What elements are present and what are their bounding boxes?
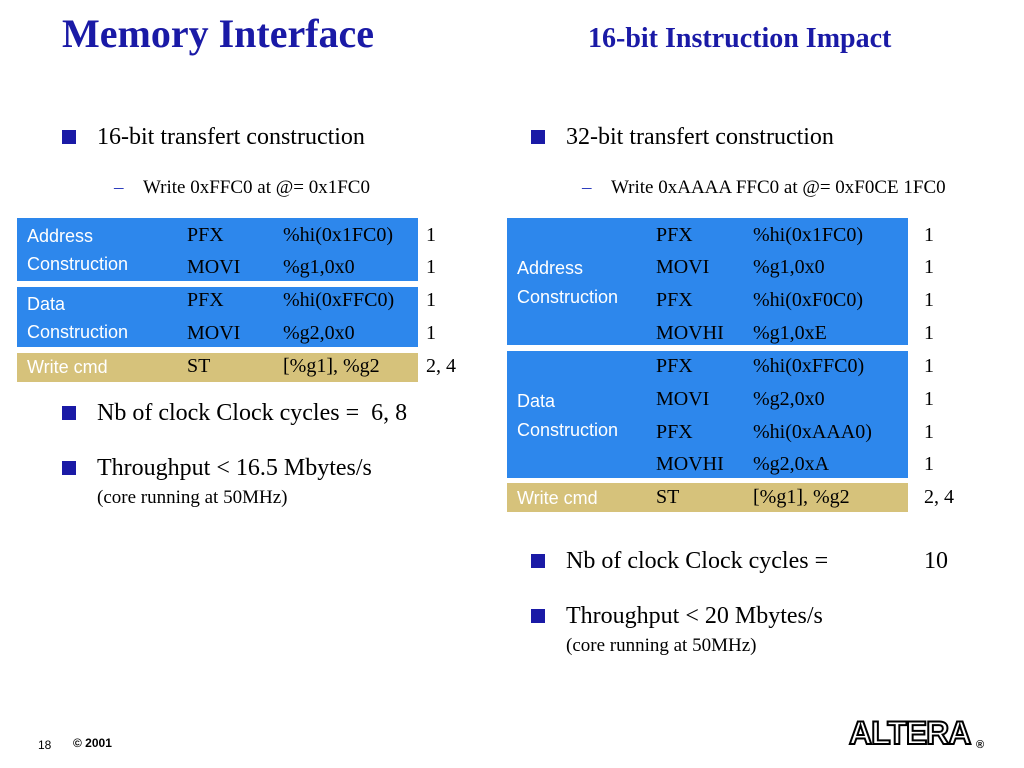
instr-cycles: 1 [924, 421, 934, 443]
instr-cycles: 1 [924, 256, 934, 278]
block-label: Construction [517, 420, 619, 440]
block-label: Construction [517, 287, 619, 307]
right-bullet-cycles-text: Nb of clock Clock cycles = [566, 548, 829, 574]
logo-wordmark: ALTERA [849, 716, 971, 751]
left-throughput-note: (core running at 50MHz) [97, 486, 288, 508]
right-address-block: Address Construction [507, 218, 908, 345]
instr-arg: %hi(0xF0C0) [753, 289, 863, 311]
instr-cycles: 1 [426, 256, 436, 278]
right-sub-write: – Write 0xAAAA FFC0 at @= 0xF0CE 1FC0 [582, 177, 946, 199]
instr-arg: %hi(0xFFC0) [283, 289, 395, 311]
instr-cycles: 1 [924, 453, 934, 475]
instr-arg: %hi(0xAAA0) [753, 421, 872, 443]
right-cycles-value: 10 [924, 548, 948, 574]
left-bullet-cycles: Nb of clock Clock cycles = 6, 8 [62, 400, 408, 428]
instr-op: PFX [656, 355, 693, 377]
copyright: © 2001 [73, 736, 112, 750]
dash-icon: – [582, 177, 592, 198]
block-label: Data [27, 294, 66, 314]
instr-arg: %g1,0x0 [753, 256, 825, 278]
instr-cycles: 1 [924, 388, 934, 410]
right-bullet-transfer: 32-bit transfert construction [531, 124, 834, 152]
instr-op: ST [656, 486, 680, 508]
left-sub-write-text: Write 0xFFC0 at @= 0x1FC0 [143, 177, 370, 198]
instr-arg: %g2,0x0 [283, 322, 355, 344]
instr-arg: [%g1], %g2 [753, 486, 850, 508]
instr-arg: %hi(0x1FC0) [753, 224, 863, 246]
page-number: 18 [38, 738, 52, 752]
instr-arg: %g1,0x0 [283, 256, 355, 278]
instr-op: PFX [187, 224, 224, 246]
right-bullet-throughput-text: Throughput < 20 Mbytes/s [566, 603, 823, 629]
left-bullet-cycles-text: Nb of clock Clock cycles = 6, 8 [97, 400, 408, 426]
left-bullet-transfer-text: 16-bit transfert construction [97, 124, 365, 150]
bullet-square-icon [62, 130, 76, 144]
instr-arg: %g2,0x0 [753, 388, 825, 410]
right-write-block: Write cmd [507, 483, 908, 512]
left-sub-write: – Write 0xFFC0 at @= 0x1FC0 [114, 177, 370, 199]
instr-cycles: 2, 4 [426, 355, 456, 377]
block-label: Construction [27, 254, 129, 274]
instr-arg: %g2,0xA [753, 453, 830, 475]
slide-title: Memory Interface [62, 11, 375, 56]
instr-op: PFX [187, 289, 224, 311]
registered-mark: ® [976, 739, 984, 751]
block-label: Construction [27, 322, 129, 342]
right-data-block: Data Construction [507, 351, 908, 478]
bullet-square-icon [62, 461, 76, 475]
instr-cycles: 1 [924, 355, 934, 377]
slide-subtitle: 16-bit Instruction Impact [588, 23, 892, 54]
instr-arg: %hi(0x1FC0) [283, 224, 393, 246]
instr-arg: %hi(0xFFC0) [753, 355, 865, 377]
instr-arg: %g1,0xE [753, 322, 827, 344]
instr-cycles: 1 [426, 289, 436, 311]
bullet-square-icon [531, 130, 545, 144]
altera-logo-graphic: ALTERA ® [848, 714, 984, 752]
instr-cycles: 1 [426, 224, 436, 246]
left-bullet-transfer: 16-bit transfert construction [62, 124, 365, 152]
instr-cycles: 1 [924, 224, 934, 246]
instr-cycles: 2, 4 [924, 486, 954, 508]
dash-icon: – [114, 177, 124, 198]
right-bullet-transfer-text: 32-bit transfert construction [566, 124, 834, 150]
block-label: Address [27, 226, 94, 246]
bullet-square-icon [531, 609, 545, 623]
left-bullet-throughput-text: Throughput < 16.5 Mbytes/s [97, 455, 372, 481]
instr-op: ST [187, 355, 211, 377]
instr-op: PFX [656, 421, 693, 443]
instr-op: MOVI [656, 388, 710, 410]
bullet-square-icon [62, 406, 76, 420]
block-label: Data [517, 391, 556, 411]
instr-cycles: 1 [924, 322, 934, 344]
left-write-block: Write cmd [17, 353, 418, 382]
instr-op: MOVHI [656, 453, 724, 475]
bullet-square-icon [531, 554, 545, 568]
instr-op: MOVHI [656, 322, 724, 344]
instr-arg: [%g1], %g2 [283, 355, 380, 377]
right-throughput-note: (core running at 50MHz) [566, 634, 757, 656]
altera-logo: ALTERA ® [848, 714, 990, 757]
right-bullet-throughput: Throughput < 20 Mbytes/s (core running a… [531, 603, 823, 656]
instr-op: PFX [656, 289, 693, 311]
instr-op: MOVI [187, 322, 241, 344]
left-bullet-throughput: Throughput < 16.5 Mbytes/s (core running… [62, 455, 372, 508]
left-address-block: Address Construction [17, 218, 418, 281]
instr-cycles: 1 [924, 289, 934, 311]
instr-op: MOVI [656, 256, 710, 278]
instr-cycles: 1 [426, 322, 436, 344]
instr-op: PFX [656, 224, 693, 246]
block-label: Write cmd [27, 357, 108, 377]
instr-op: MOVI [187, 256, 241, 278]
block-label: Write cmd [517, 488, 598, 508]
right-bullet-cycles: Nb of clock Clock cycles = [531, 548, 829, 576]
right-sub-write-text: Write 0xAAAA FFC0 at @= 0xF0CE 1FC0 [611, 177, 946, 198]
left-data-block: Data Construction [17, 287, 418, 347]
block-label: Address [517, 258, 584, 278]
